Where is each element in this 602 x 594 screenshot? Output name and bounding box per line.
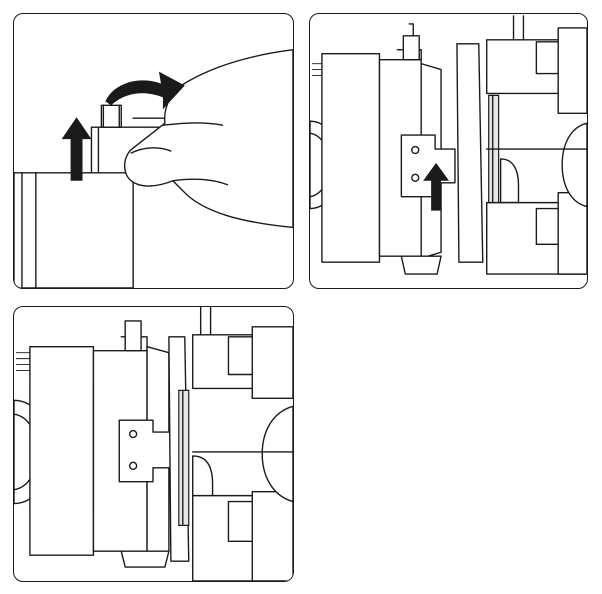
step-3-panel	[13, 306, 294, 582]
hand	[124, 49, 293, 229]
motor-unit	[192, 307, 293, 581]
clip	[400, 134, 456, 198]
flange	[168, 336, 214, 562]
step-2-illustration	[310, 15, 587, 275]
up-arrow	[61, 117, 92, 181]
step-3-illustration	[14, 307, 293, 581]
main-housing	[29, 320, 170, 568]
rotate-arrow	[105, 71, 185, 110]
main-housing	[321, 23, 442, 275]
housing-cylinder	[14, 172, 134, 288]
motor-unit	[486, 15, 587, 275]
up-arrow	[423, 162, 449, 211]
step-2-panel	[309, 13, 588, 289]
step-1-illustration	[14, 49, 293, 288]
step-1-panel	[13, 13, 294, 289]
